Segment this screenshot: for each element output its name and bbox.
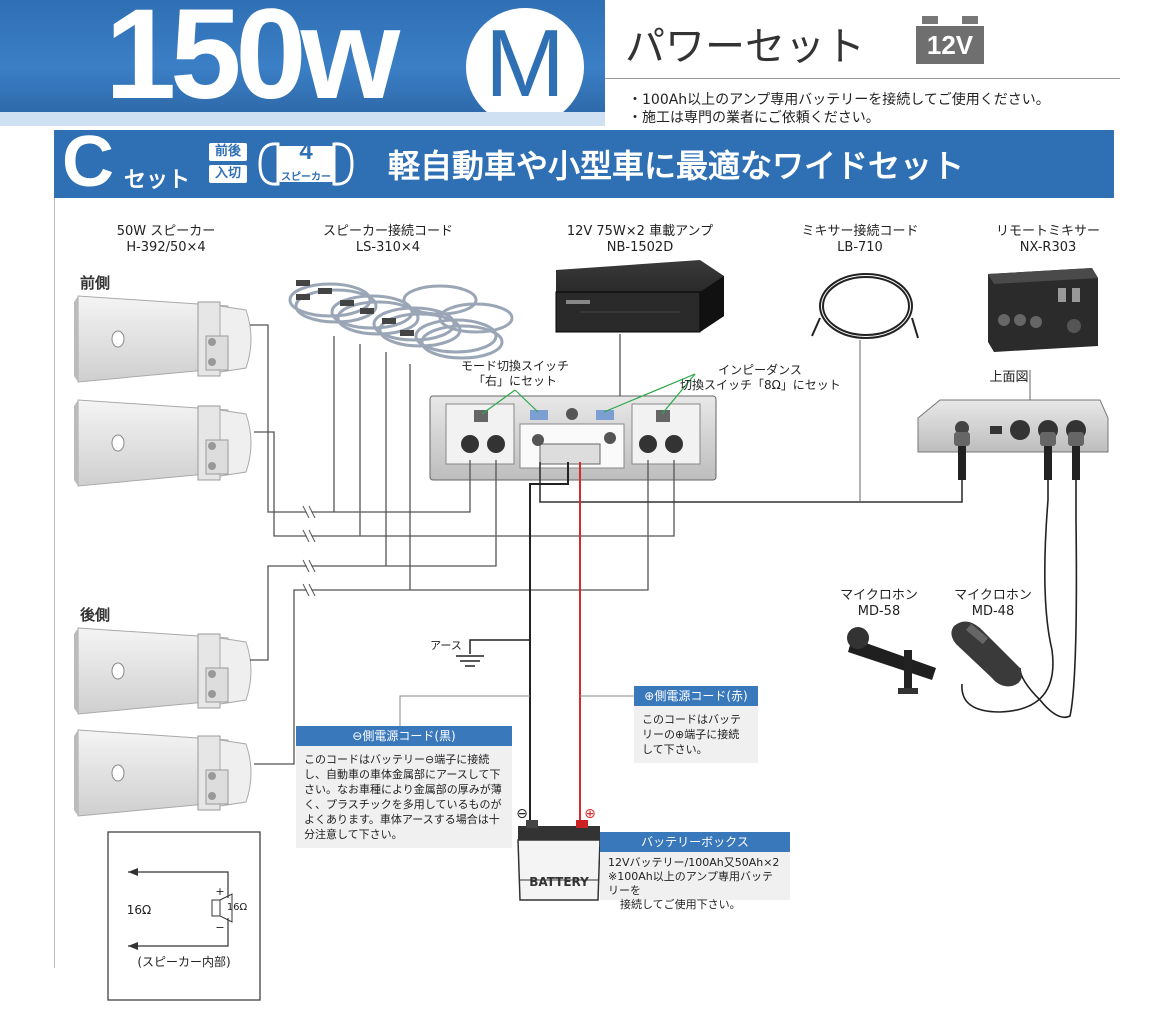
header-strip: [0, 112, 605, 126]
battery-box-line-1: 12Vバッテリー/100Ah又50Ah×2: [608, 856, 780, 869]
inset-impedance: 16Ω: [126, 903, 152, 917]
cord-plugs: [296, 280, 414, 336]
earth-wire: [469, 639, 530, 654]
microphone-md48-icon: [951, 621, 1022, 687]
inset-minus: −: [215, 921, 225, 934]
inset-plus: +: [215, 885, 225, 898]
amp-model: NB-1502D: [606, 240, 674, 255]
speaker-cord-icon: [288, 282, 514, 360]
remote-mixer-model: NX-R303: [1019, 240, 1077, 255]
remote-mixer-name: リモートミキサー: [995, 224, 1100, 239]
speaker-count-label: スピーカー: [281, 172, 331, 183]
set-banner: [54, 130, 1114, 198]
speaker-cord-model: LS-310×4: [355, 240, 421, 255]
model-badge-letter: M: [485, 10, 565, 117]
mixer-amp-jack: [954, 432, 970, 480]
mixer-cord-icon: [811, 273, 919, 339]
battery-voltage: 12V: [916, 26, 984, 64]
speaker-front-1: [73, 295, 252, 383]
mixer-cord-model: LB-710: [837, 240, 883, 255]
front-side-label: 前側: [80, 274, 111, 292]
speaker-rear-2: [73, 729, 252, 817]
speaker-rear-1: [73, 627, 252, 715]
battery-box-line-3: 接続してご使用下さい。: [620, 898, 741, 911]
battery-box-text: 12Vバッテリー/100Ah又50Ah×2 ※100Ah以上のアンプ専用バッテリ…: [600, 852, 790, 916]
battery-plus: ⊕: [584, 806, 596, 822]
positive-cord-title: ⊕側電源コード(赤): [634, 686, 758, 706]
wire-breaks: [304, 505, 314, 597]
mic-jack-1: [1040, 432, 1056, 480]
model-badge: M: [466, 8, 584, 126]
inset-speaker-symbol-icon: 16Ω: [226, 902, 248, 913]
header-note-1: ・100Ah以上のアンプ専用バッテリーを接続してご使用ください。: [628, 92, 1050, 108]
battery-box-line-2: ※100Ah以上のアンプ専用バッテリーを: [608, 870, 773, 897]
mode-switch-setting: 「右」にセット: [472, 374, 557, 388]
mic-wiring: [961, 480, 1078, 719]
set-letter: C: [62, 122, 114, 202]
speaker-cord-name: スピーカー接続コード: [322, 224, 453, 239]
speaker-count-icon: [256, 138, 356, 190]
amp-name: 12V 75W×2 車載アンプ: [566, 224, 714, 239]
set-suffix: セット: [124, 168, 191, 193]
speaker-name: 50W スピーカー: [116, 224, 216, 239]
negative-callout-leader: [399, 695, 530, 728]
inset-caption: (スピーカー内部): [137, 955, 231, 969]
speaker-wiring: [250, 324, 675, 765]
mixer-link-wire: [539, 462, 963, 503]
battery-icon: [517, 820, 601, 901]
inset-box: [107, 831, 261, 1001]
battery-minus: ⊖: [516, 806, 528, 822]
microphone-md58-icon: [847, 627, 936, 694]
header-rule: [605, 78, 1120, 79]
negative-wire: [529, 462, 569, 826]
mic2-model: MD-48: [971, 604, 1015, 619]
mic1-name: マイクロホン: [840, 588, 918, 603]
mode-switch-label: モード切換スイッチ: [460, 359, 569, 373]
wire-break-marks: [302, 505, 316, 597]
mic2-name: マイクロホン: [954, 588, 1032, 603]
remote-mixer-unit: [988, 268, 1098, 352]
on-off-label: 入切: [209, 165, 247, 183]
positive-cord-callout: ⊕側電源コード(赤) このコードはバッテリーの⊕端子に接続して下さい。: [634, 686, 758, 763]
negative-cord-body: このコードはバッテリー⊖端子に接続し、自動車の車体金属部にアースして下さい。なお…: [296, 746, 512, 848]
power-rating: 150w: [105, 0, 400, 126]
earth-symbol-icon: [456, 655, 484, 667]
front-rear-label: 前後: [209, 143, 247, 161]
banner-headline: 軽自動車や小型車に最適なワイドセット: [388, 147, 965, 185]
amp-rear-panel: [429, 395, 717, 481]
rear-side-label: 後側: [80, 606, 111, 624]
amp-unit: [555, 260, 724, 333]
battery-box-info: バッテリーボックス 12Vバッテリー/100Ah又50Ah×2 ※100Ah以上…: [600, 832, 790, 911]
frame-line: [54, 198, 55, 968]
negative-cord-title: ⊖側電源コード(黒): [296, 726, 512, 746]
speaker-front-2: [73, 399, 252, 487]
impedance-switch-label: インピーダンス: [718, 363, 802, 377]
mixer-cord-name: ミキサー接続コード: [801, 224, 919, 239]
header-note-2: ・施工は専門の業者にご依頼ください。: [628, 110, 880, 126]
battery-box-title: バッテリーボックス: [600, 832, 790, 852]
battery-label: BATTERY: [529, 875, 589, 889]
negative-cord-callout: ⊖側電源コード(黒) このコードはバッテリー⊖端子に接続し、自動車の車体金属部に…: [296, 726, 512, 848]
mixer-top-view-label: 上面図: [989, 370, 1029, 385]
impedance-switch-setting: 切換スイッチ「8Ω」にセット: [680, 378, 841, 392]
switch-leaders: [481, 373, 696, 415]
battery-badge-icon: 12V: [916, 16, 984, 64]
page-title: パワーセット: [625, 24, 865, 70]
speaker-model: H-392/50×4: [126, 240, 206, 255]
mic-jack-2: [1068, 432, 1084, 480]
positive-cord-body: このコードはバッテリーの⊕端子に接続して下さい。: [634, 706, 758, 763]
speaker-count: 4: [299, 138, 313, 165]
mic1-model: MD-58: [857, 604, 901, 619]
earth-label: アース: [430, 639, 462, 652]
